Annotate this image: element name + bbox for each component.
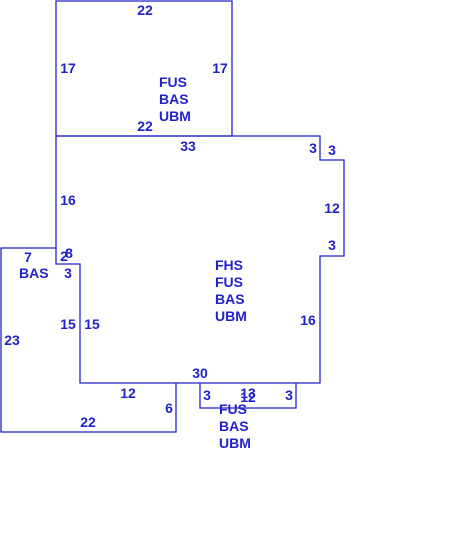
main-jog-dim: 3 [309, 140, 317, 156]
upper-bottom-dim: 22 [137, 118, 153, 134]
main-right-upper-dim: 12 [324, 200, 340, 216]
upper-right-dim: 17 [212, 60, 228, 76]
bay-top-dim: 13 [240, 385, 256, 401]
main-bottom-dim: 30 [192, 365, 208, 381]
wing-jog-dim: 2 [60, 248, 68, 264]
bay-left-dim: 3 [203, 387, 211, 403]
wing-jog-dim: 3 [64, 265, 72, 281]
main-jog-dim: 3 [328, 237, 336, 253]
upper-left-dim: 17 [60, 60, 76, 76]
upper-area-code: FUS [159, 74, 187, 90]
wing-top-dim: 7 [24, 249, 32, 265]
wing-jog-dim: 8 [65, 245, 73, 261]
main-top-dim: 33 [180, 138, 196, 154]
main-left-upper-dim: 16 [60, 192, 76, 208]
upper-top-dim: 22 [137, 2, 153, 18]
main-jog-dim: 3 [328, 142, 336, 158]
bay-area-code: BAS [219, 418, 249, 434]
wing-left-dim: 23 [4, 332, 20, 348]
upper-area-code: UBM [159, 108, 191, 124]
wing-inner-right-dim: 15 [84, 316, 100, 332]
wing-bottom-dim: 22 [80, 414, 96, 430]
main-section-outline [55, 135, 345, 384]
wing-bottom-step-dim: 12 [120, 385, 136, 401]
main-area-code: FUS [215, 274, 243, 290]
bay-top-dim: 12 [240, 389, 256, 405]
bay-area-code: FUS [219, 401, 247, 417]
bay-right-dim: 3 [285, 387, 293, 403]
main-area-code: FHS [215, 257, 243, 273]
main-area-code: UBM [215, 308, 247, 324]
wing-inner-left-dim: 15 [60, 316, 76, 332]
left-wing-outline [0, 247, 177, 433]
wing-area-code: BAS [19, 265, 49, 281]
upper-area-code: BAS [159, 91, 189, 107]
upper-section-outline [55, 0, 233, 137]
wing-step-right-dim: 6 [165, 400, 173, 416]
main-area-code: BAS [215, 291, 245, 307]
bay-area-code: UBM [219, 435, 251, 451]
main-right-lower-dim: 16 [300, 312, 316, 328]
bottom-bay-outline [199, 383, 297, 409]
